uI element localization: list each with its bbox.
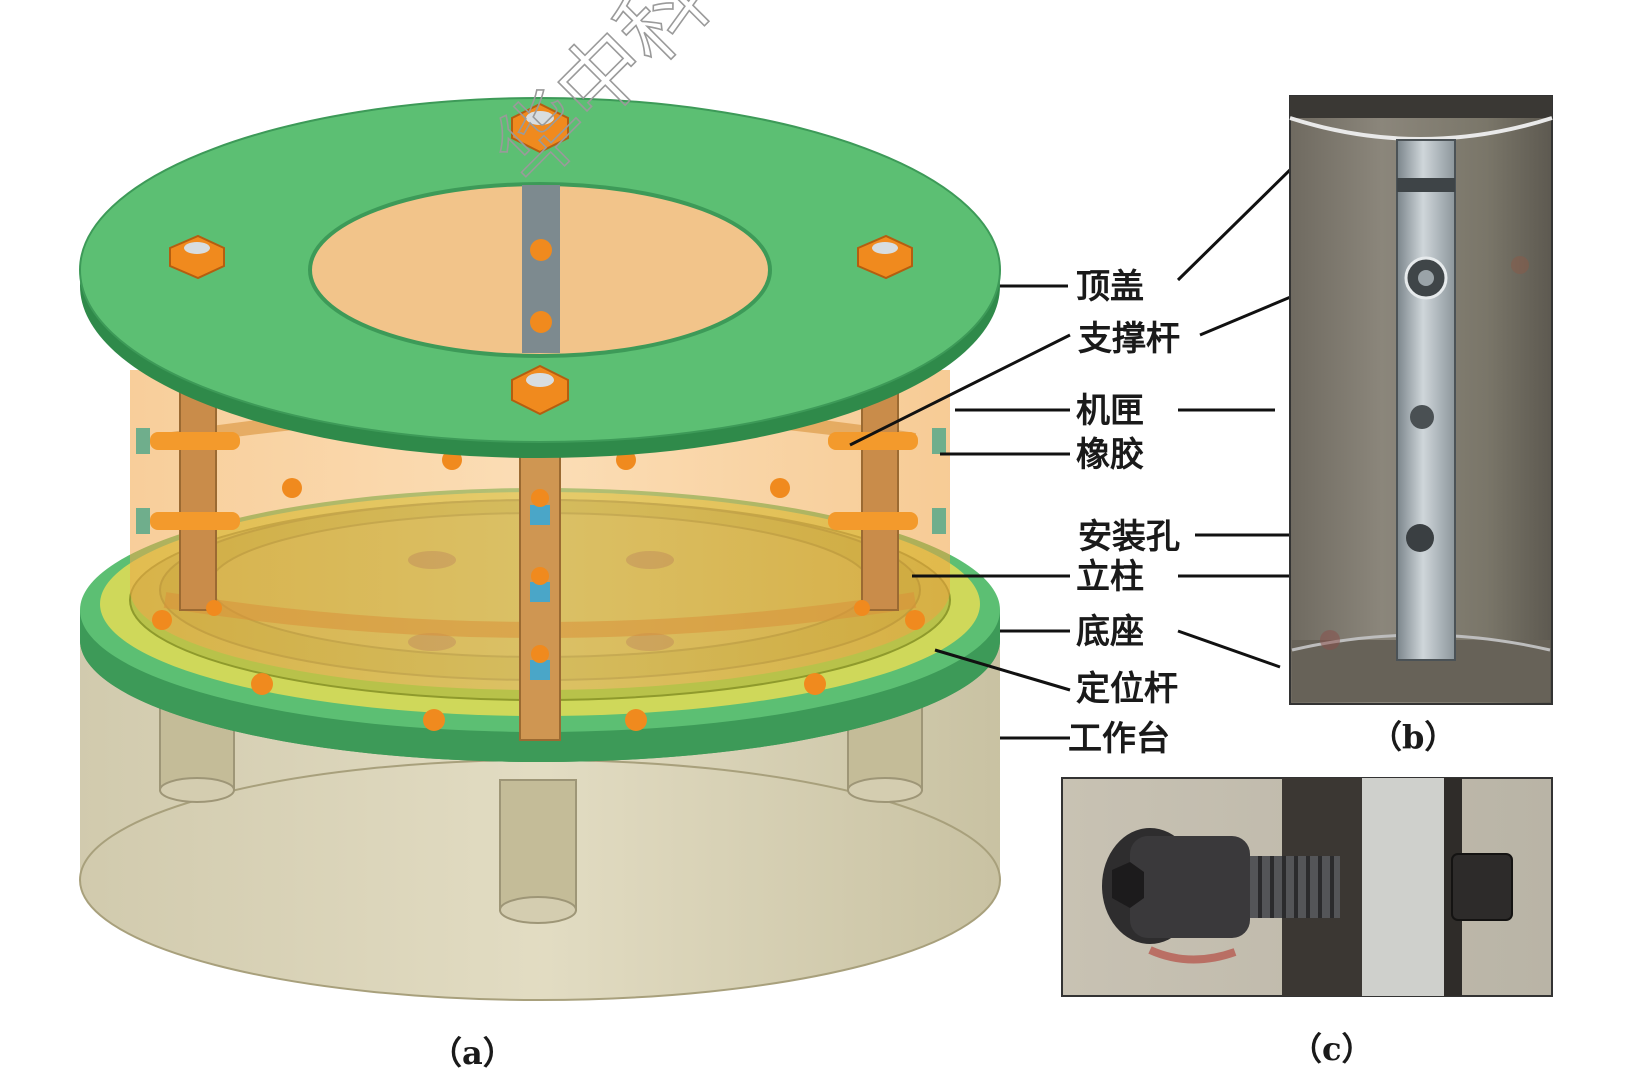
part-labels: 顶盖 支撑杆 机匣 橡胶 安装孔 立柱 底座 定位杆 工作台: [1068, 267, 1180, 759]
label-support-rod: 支撑杆: [1078, 319, 1180, 359]
caption-b: （b）: [1370, 718, 1456, 756]
photo-c: [1061, 777, 1553, 997]
caption-a: （a）: [430, 1034, 515, 1072]
top-cover: [79, 97, 1001, 458]
model-3d: 华中科: [79, 0, 1001, 1001]
label-column: 立柱: [1076, 557, 1144, 597]
label-top-cover: 顶盖: [1076, 267, 1144, 307]
label-casing: 机匣: [1076, 391, 1144, 431]
nut-right: [857, 234, 913, 280]
caption-c: （c）: [1290, 1030, 1374, 1068]
nut-left: [169, 234, 225, 280]
label-mount-hole: 安装孔: [1078, 517, 1180, 557]
nut-top: [511, 102, 569, 154]
bolt: [1102, 828, 1340, 964]
label-base: 底座: [1076, 612, 1144, 652]
label-worktable: 工作台: [1068, 719, 1170, 759]
nut-front: [511, 364, 569, 416]
photo-b: [1289, 95, 1553, 705]
label-rubber: 橡胶: [1076, 435, 1144, 475]
label-locating-rod: 定位杆: [1076, 669, 1178, 709]
